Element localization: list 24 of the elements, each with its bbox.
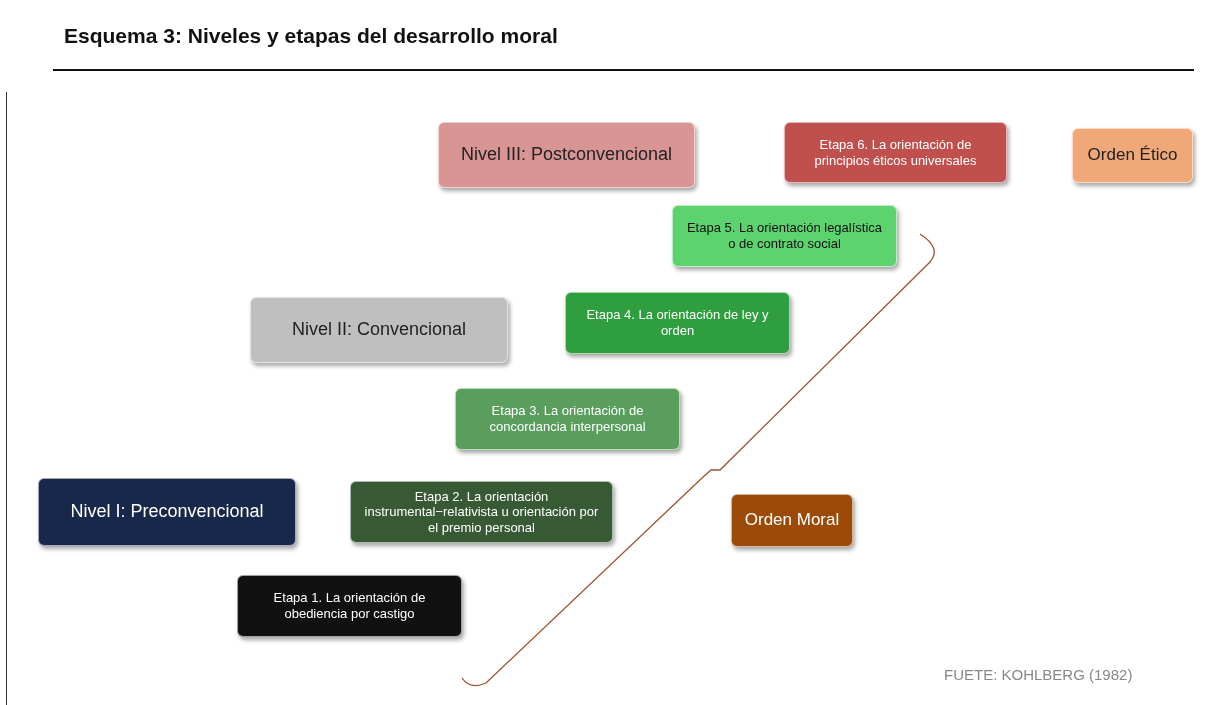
source-note: FUETE: KOHLBERG (1982)	[944, 666, 1133, 683]
box-text: Etapa 4. La orientación de ley y orden	[585, 307, 770, 339]
stage-box	[672, 205, 897, 267]
box-text: Etapa 3. La orientación de concordancia interpersonal	[488, 403, 647, 435]
stage-box	[455, 388, 680, 450]
box-text: Etapa 1. La orientación de obediencia por castigo	[272, 590, 427, 622]
stage-box	[237, 575, 462, 637]
stage-box	[250, 297, 508, 363]
title: Esquema 3: Niveles y etapas del desarrollo moral	[64, 24, 558, 48]
stage-box	[350, 481, 613, 543]
stage-box	[38, 478, 296, 546]
box-text: Etapa 5. La orientación legalística o de contrato social	[685, 220, 884, 252]
box-text: Orden Ético	[1086, 145, 1179, 166]
stage-box	[784, 122, 1007, 183]
stage-box	[731, 494, 853, 547]
box-text: Nivel I: Preconvencional	[69, 501, 265, 523]
stage-box	[565, 292, 790, 354]
box-text: Nivel II: Convencional	[290, 319, 468, 341]
box-text: Nivel III: Postconvencional	[459, 144, 674, 166]
box-text: Etapa 6. La orientación de principios éticos universales	[813, 136, 978, 169]
stage-box	[438, 122, 695, 188]
box-text: Orden Moral	[743, 510, 841, 531]
box-text: Etapa 2. La orientación instrumental−relativista u orientación por el premio personal	[363, 488, 600, 536]
stage-box	[1072, 128, 1193, 183]
